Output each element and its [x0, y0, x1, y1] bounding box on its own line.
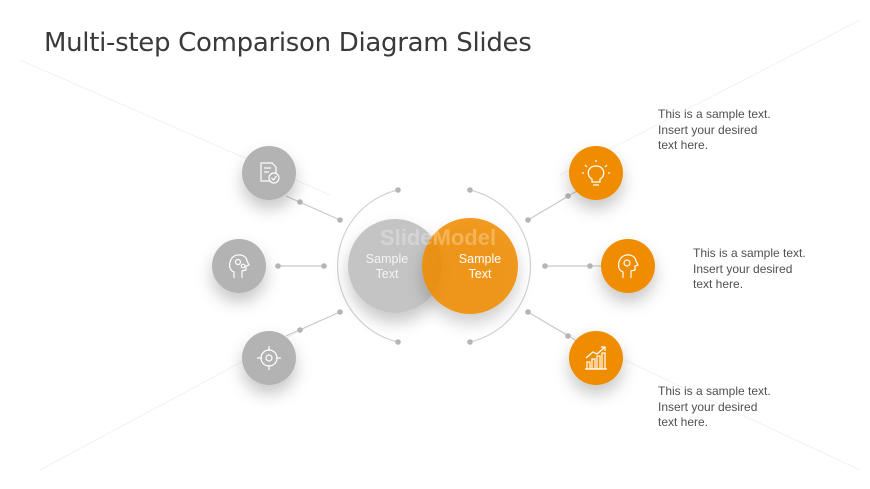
description-line: This is a sample text.: [658, 107, 771, 121]
head-gears-icon: [229, 254, 250, 278]
center-left-label: Sample Text: [342, 252, 432, 282]
description-2: This is a sample text. Insert your desir…: [693, 246, 843, 293]
description-line: This is a sample text.: [693, 246, 806, 260]
description-1: This is a sample text. Insert your desir…: [658, 107, 808, 154]
right-arc: [469, 189, 531, 343]
document-check-icon: [260, 162, 280, 184]
center-right-label-line: Sample: [458, 252, 502, 266]
left-node-1: [242, 146, 296, 200]
slide-title: Multi-step Comparison Diagram Slides: [44, 28, 532, 58]
left-node-3: [242, 331, 296, 385]
description-line: text here.: [658, 415, 709, 429]
description-line: This is a sample text.: [658, 384, 771, 398]
center-right-circle: [422, 218, 518, 314]
description-line: Insert your desired: [693, 261, 793, 276]
target-icon: [257, 346, 281, 370]
center-right-label: Sample Text: [435, 252, 525, 282]
description-line: Insert your desired: [658, 122, 758, 137]
description-line: Insert your desired: [658, 399, 758, 414]
right-node-2: [601, 239, 655, 293]
watermark: SlideModel: [380, 225, 496, 250]
description-line: text here.: [658, 138, 709, 152]
connector-dots: [275, 187, 593, 345]
center-left-label-line: Sample: [365, 252, 409, 266]
center-left-label-line: Text: [375, 267, 399, 281]
left-arc: [337, 189, 399, 343]
lightbulb-icon: [582, 160, 610, 186]
right-node-3: [569, 331, 623, 385]
description-3: This is a sample text. Insert your desir…: [658, 384, 808, 431]
left-node-2: [212, 239, 266, 293]
right-node-1: [569, 146, 623, 200]
center-left-circle: [348, 219, 442, 313]
head-gear-icon: [618, 254, 639, 278]
center-right-label-line: Text: [468, 267, 492, 281]
description-line: text here.: [693, 277, 744, 291]
growth-chart-icon: [585, 346, 607, 370]
